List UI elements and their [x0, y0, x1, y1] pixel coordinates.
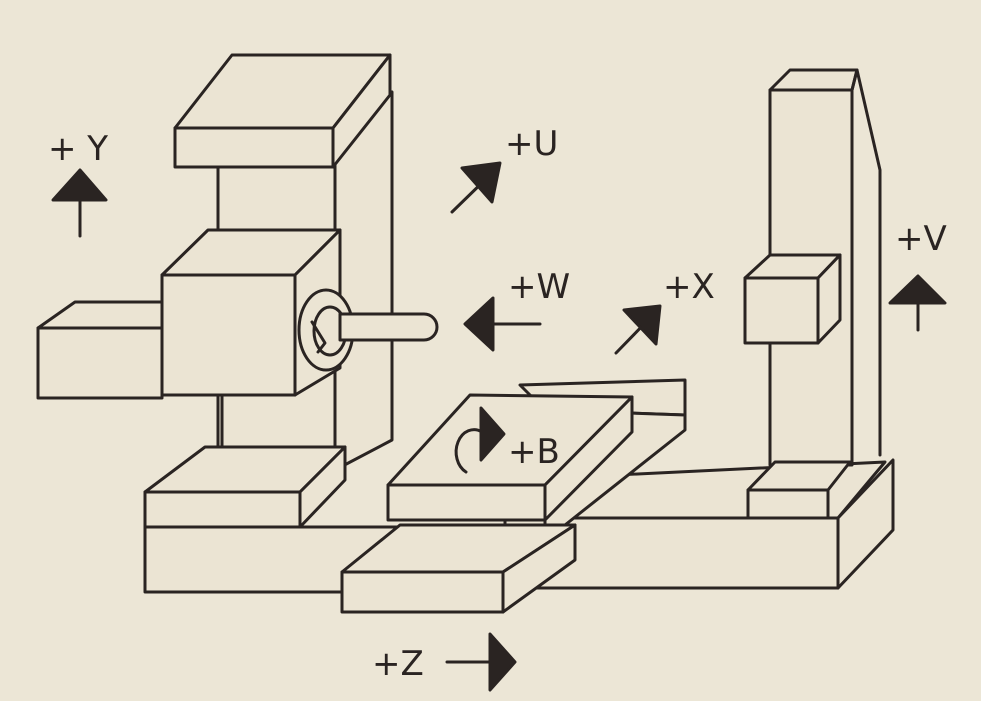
left-base-step-front [143, 490, 302, 529]
lower-slide-front [340, 570, 505, 614]
rotary-table [386, 393, 634, 522]
w-axis-label: +W [508, 267, 570, 307]
tailstock-block-front [743, 276, 820, 345]
y-axis-label: + Y [48, 129, 108, 169]
u-axis-arrow-icon [450, 161, 502, 214]
v-axis-label: +V [895, 219, 947, 259]
lower-slide [340, 523, 577, 614]
z-axis-arrow-icon [445, 632, 517, 692]
right-column-side-edge [850, 68, 882, 457]
b-axis-label: +B [508, 432, 560, 472]
column-cap-front [173, 126, 335, 169]
right-column-top [768, 68, 859, 92]
w-axis-arrow-icon [463, 296, 542, 352]
headstock-main-front [160, 273, 297, 397]
rotary-table-side [543, 395, 634, 522]
u-axis-label: +U [505, 124, 558, 164]
headstock-rear-top [36, 300, 174, 330]
chuck-jaw-mark [310, 320, 327, 354]
right-column [743, 68, 882, 520]
headstock-rear-front [36, 326, 164, 400]
left-base-step-side [298, 445, 347, 529]
left-base [143, 445, 402, 594]
column-cap-side [331, 53, 392, 169]
z-axis-label: +Z [372, 644, 424, 684]
x-axis-label: +X [663, 267, 715, 307]
spindle-assembly [297, 288, 439, 372]
y-axis-arrow-icon [51, 168, 108, 238]
v-axis-arrow-icon [888, 274, 947, 332]
tailstock-block-side [816, 253, 842, 345]
right-base-side [836, 458, 895, 590]
rotary-table-front [386, 483, 547, 522]
b-axis-rotation-arrow-icon [454, 406, 506, 474]
x-axis-arrow-icon [614, 304, 662, 355]
lower-slide-side [501, 523, 577, 614]
right-column-foot-front [746, 488, 830, 520]
boring-bar [338, 312, 439, 342]
